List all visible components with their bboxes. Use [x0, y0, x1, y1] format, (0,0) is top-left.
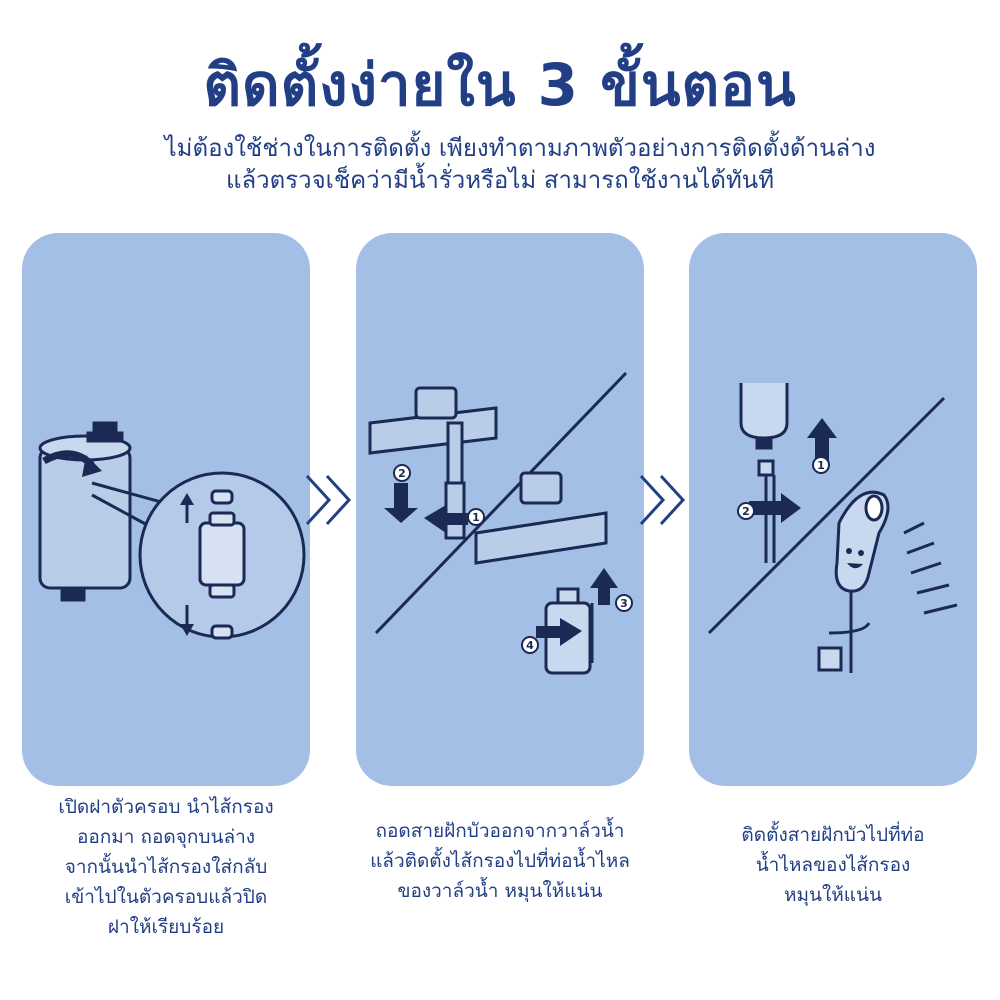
- marker-3: 3: [620, 597, 628, 610]
- step-1-caption: เปิดฝาตัวครอบ นำไส้กรอง ออกมา ถอดจุกบนล่…: [22, 792, 310, 942]
- next-chevron-icon: [305, 474, 352, 526]
- marker-2: 2: [398, 467, 406, 480]
- caption-line: ของวาล์วน้ำ หมุนให้แน่น: [397, 880, 603, 902]
- subtitle-line-1: ไม่ต้องใช้ช่างในการติดตั้ง เพียงทำตามภาพ…: [164, 134, 876, 162]
- marker-1: 1: [817, 459, 825, 472]
- marker-1: 1: [472, 511, 480, 524]
- step-3-illustration: 1 2: [689, 233, 977, 786]
- next-chevron-icon: [639, 474, 686, 526]
- caption-line: จากนั้นนำไส้กรองใส่กลับ: [64, 856, 268, 878]
- caption-line: แล้วติดตั้งไส้กรองไปที่ท่อน้ำไหล: [370, 850, 630, 872]
- caption-line: เปิดฝาตัวครอบ นำไส้กรอง: [58, 796, 274, 818]
- caption-line: ออกมา ถอดจุกบนล่าง: [76, 826, 256, 848]
- marker-4: 4: [526, 639, 534, 652]
- caption-line: น้ำไหลของไส้กรอง: [755, 854, 911, 876]
- caption-line: เข้าไปในตัวครอบแล้วปิด: [64, 886, 268, 908]
- marker-2: 2: [742, 505, 750, 518]
- page-title: ติดตั้งง่ายใน 3 ขั้นตอน: [203, 51, 797, 119]
- caption-line: ถอดสายฝักบัวออกจากวาล์วน้ำ: [375, 820, 625, 842]
- caption-line: ติดตั้งสายฝักบัวไปที่ท่อ: [741, 824, 925, 846]
- caption-line: ฝาให้เรียบร้อย: [107, 916, 225, 938]
- caption-line: หมุนให้แน่น: [783, 884, 883, 906]
- step-1-illustration: [22, 233, 310, 786]
- step-2-caption: ถอดสายฝักบัวออกจากวาล์วน้ำ แล้วติดตั้งไส…: [356, 816, 644, 906]
- step-3-caption: ติดตั้งสายฝักบัวไปที่ท่อ น้ำไหลของไส้กรอ…: [689, 820, 977, 910]
- step-2-illustration: 1 2 3 4: [356, 233, 644, 786]
- subtitle-line-2: แล้วตรวจเช็คว่ามีน้ำรั่วหรือไม่ สามารถใช…: [225, 166, 775, 194]
